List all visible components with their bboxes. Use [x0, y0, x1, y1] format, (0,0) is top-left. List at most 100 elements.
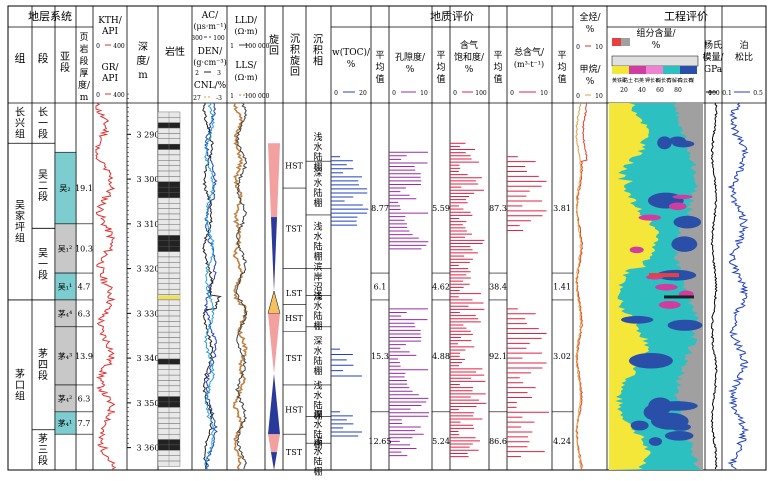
mineral-dolomite [628, 352, 673, 369]
sg-header: 饱和度/ [454, 51, 485, 63]
mineral-dolomite [664, 430, 694, 441]
lld-header: LLD/ [235, 16, 258, 26]
facies-label: 沼 [313, 282, 322, 293]
lld-scale-max: 100 000 [245, 43, 270, 50]
den-header: (g·cm⁻³) [193, 58, 226, 67]
thickness-value: 7.7 [78, 419, 91, 428]
sequence-label: TST [286, 354, 303, 363]
facies-label: 陆 [313, 400, 322, 412]
depth-label: 3 310 [137, 220, 160, 229]
mineral-legend-box [611, 55, 699, 67]
mineral-legend-swatch [612, 66, 629, 74]
sg-average: 87.3 [489, 204, 507, 213]
gas-header: 总含气/ [514, 46, 545, 58]
sequence-label: TST [286, 224, 303, 233]
facies-label: 棚 [313, 197, 322, 209]
sg-average: 38.4 [489, 283, 507, 292]
facies-label: 水 [313, 300, 322, 312]
facies-label: 陆 [313, 187, 322, 199]
mineral-tick: 80 [674, 87, 682, 94]
sequence-header: 回 [290, 66, 300, 78]
sequence-label: TST [286, 448, 303, 457]
member-label: 一 [38, 118, 48, 129]
mineral-legend-swatch [663, 66, 680, 74]
thickness-header: 度/ [78, 79, 91, 91]
formation-label: 坪 [15, 220, 25, 233]
submember-label: 茅₄⁴ [58, 308, 72, 318]
ym-header: GPa [704, 65, 723, 75]
pr-scale-max: 0.5 [753, 90, 763, 97]
facies-label: 陆 [313, 310, 322, 322]
mineral-dolomite [621, 315, 654, 324]
avg-header: 平 [557, 50, 566, 61]
gr-scale-max: 400 [113, 92, 125, 99]
cycle-rising [267, 290, 281, 314]
cycle-falling [271, 452, 277, 470]
mineral-legend-swatch [612, 38, 621, 46]
ch4-header: % [586, 77, 595, 87]
thickness-value: 13.9 [75, 352, 93, 361]
por-scale-min: 0 [392, 90, 396, 97]
mineral-kfeldspar [629, 246, 644, 254]
cnl-header: CNL/% [194, 81, 227, 91]
submember-header: 段 [60, 61, 70, 74]
gr-header: API [101, 74, 119, 84]
mineral-kfeldspar [638, 214, 662, 221]
tg-header: 全烃/ [579, 11, 601, 23]
cycle-header: 旋 [269, 33, 279, 46]
mineral-legend-label: 白云石 [678, 77, 693, 84]
mineral-header: % [652, 41, 661, 51]
ac-scale-min: 300 [191, 35, 203, 42]
facies-label: 陆 [313, 429, 322, 441]
lls-scale-max: 100 000 [245, 93, 270, 100]
facies-label: 水 [313, 345, 322, 357]
facies-label: 浅 [313, 380, 322, 392]
facies-label: 棚 [313, 161, 322, 173]
group-header: 组 [15, 51, 26, 65]
ac-header: (μs·m⁻¹) [193, 22, 226, 31]
lld-scale-min: 1 [230, 43, 234, 50]
formation-label: 吴 [15, 199, 25, 211]
submember-label: 茅₄² [58, 393, 72, 403]
facies-label: 深 [313, 336, 322, 347]
formation-label: 组 [15, 231, 25, 244]
facies-label: 棚 [313, 410, 322, 422]
gr-curve [94, 102, 117, 470]
mineral-legend-label: 斜长石 [656, 77, 671, 84]
ch4-scale-min: 0 [576, 93, 580, 100]
mineral-dolomite [657, 136, 672, 150]
facies-label: 浅 [313, 131, 322, 143]
mineral-dolomite [673, 215, 702, 229]
thickness-header: m [80, 93, 89, 103]
lith-header: 岩性 [165, 45, 185, 58]
sg-header: % [465, 65, 474, 75]
facies-label: 棚 [313, 251, 322, 263]
cycle-falling [268, 373, 280, 435]
sequence-label: HST [285, 162, 303, 171]
avg-header: 值 [436, 73, 445, 85]
kth-header: KTH/ [98, 16, 123, 26]
formation-label: 兴 [15, 117, 25, 129]
facies-label: 深 [313, 410, 322, 421]
member-header: 段 [38, 51, 49, 65]
facies-label: 棚 [313, 320, 322, 332]
thickness-value: 6.3 [78, 394, 91, 403]
cnl-scale-max: -3 [216, 95, 222, 102]
facies-label: 陆 [313, 355, 322, 367]
mineral-dolomite [650, 412, 689, 430]
gas-scale-min: 0 [510, 90, 514, 97]
formation-label: 茅 [15, 368, 25, 380]
ch4-header: 甲烷/ [579, 63, 601, 75]
mineral-legend-swatch [680, 66, 697, 74]
gas-scale-max: 10 [540, 90, 548, 97]
mineral-legend-label: 钾长石 [645, 77, 660, 84]
mineral-legend-label: 方解石 [667, 77, 682, 84]
formation-label: 组 [15, 389, 25, 402]
sg-header: 含气 [460, 39, 478, 51]
pr-header: 泊 [739, 40, 748, 51]
sequence-label: HST [285, 406, 303, 415]
facies-label: 陆 [313, 241, 322, 253]
lls-curve [232, 102, 249, 470]
pr-header: 松比 [735, 51, 753, 63]
member-label: 茅 [38, 433, 48, 445]
